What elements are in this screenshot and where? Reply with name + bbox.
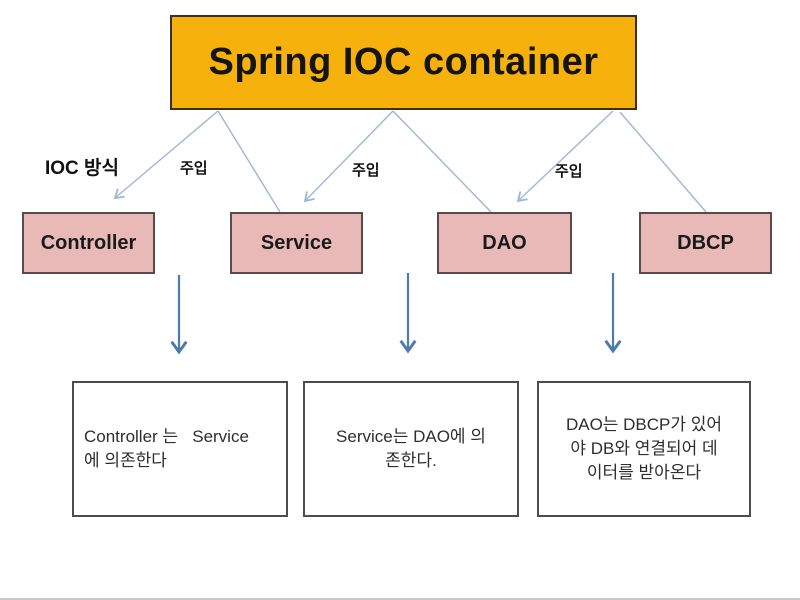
description-box-dao: DAO는 DBCP가 있어 야 DB와 연결되어 데 이터를 받아온다	[537, 381, 751, 517]
component-label: Controller	[40, 231, 137, 254]
injection-arrow-service	[303, 110, 394, 203]
description-box-service: Service는 DAO에 의 존한다.	[303, 381, 519, 517]
component-label: Service	[260, 231, 333, 254]
injection-line-to-service	[217, 110, 281, 213]
description-box-controller: Controller 는 Service 에 의존한다	[72, 381, 288, 517]
description-text: DAO는 DBCP가 있어 야 DB와 연결되어 데 이터를 받아온다	[565, 415, 723, 482]
ioc-mode-label: IOC 방식	[45, 158, 120, 179]
injection-arrow-dao	[516, 110, 614, 203]
title-text: Spring IOC container	[208, 41, 599, 83]
description-text: Service는 DAO에 의 존한다.	[336, 427, 486, 470]
injection-label-2: 주입	[352, 162, 380, 179]
component-box-dao: DAO	[437, 212, 572, 274]
injection-line-to-dao	[392, 110, 492, 213]
component-label: DAO	[482, 231, 527, 254]
component-box-controller: Controller	[22, 212, 155, 274]
title-box: Spring IOC container	[170, 15, 637, 110]
slide-bottom-edge	[0, 598, 800, 600]
description-text: Controller 는 Service 에 의존한다	[84, 427, 249, 470]
injection-label-1: 주입	[180, 160, 208, 177]
component-label: DBCP	[677, 231, 734, 254]
injection-label-3: 주입	[555, 163, 583, 180]
injection-line-to-dbcp	[619, 111, 707, 213]
component-box-service: Service	[230, 212, 363, 274]
injection-arrow-controller	[113, 110, 219, 200]
component-box-dbcp: DBCP	[639, 212, 772, 274]
